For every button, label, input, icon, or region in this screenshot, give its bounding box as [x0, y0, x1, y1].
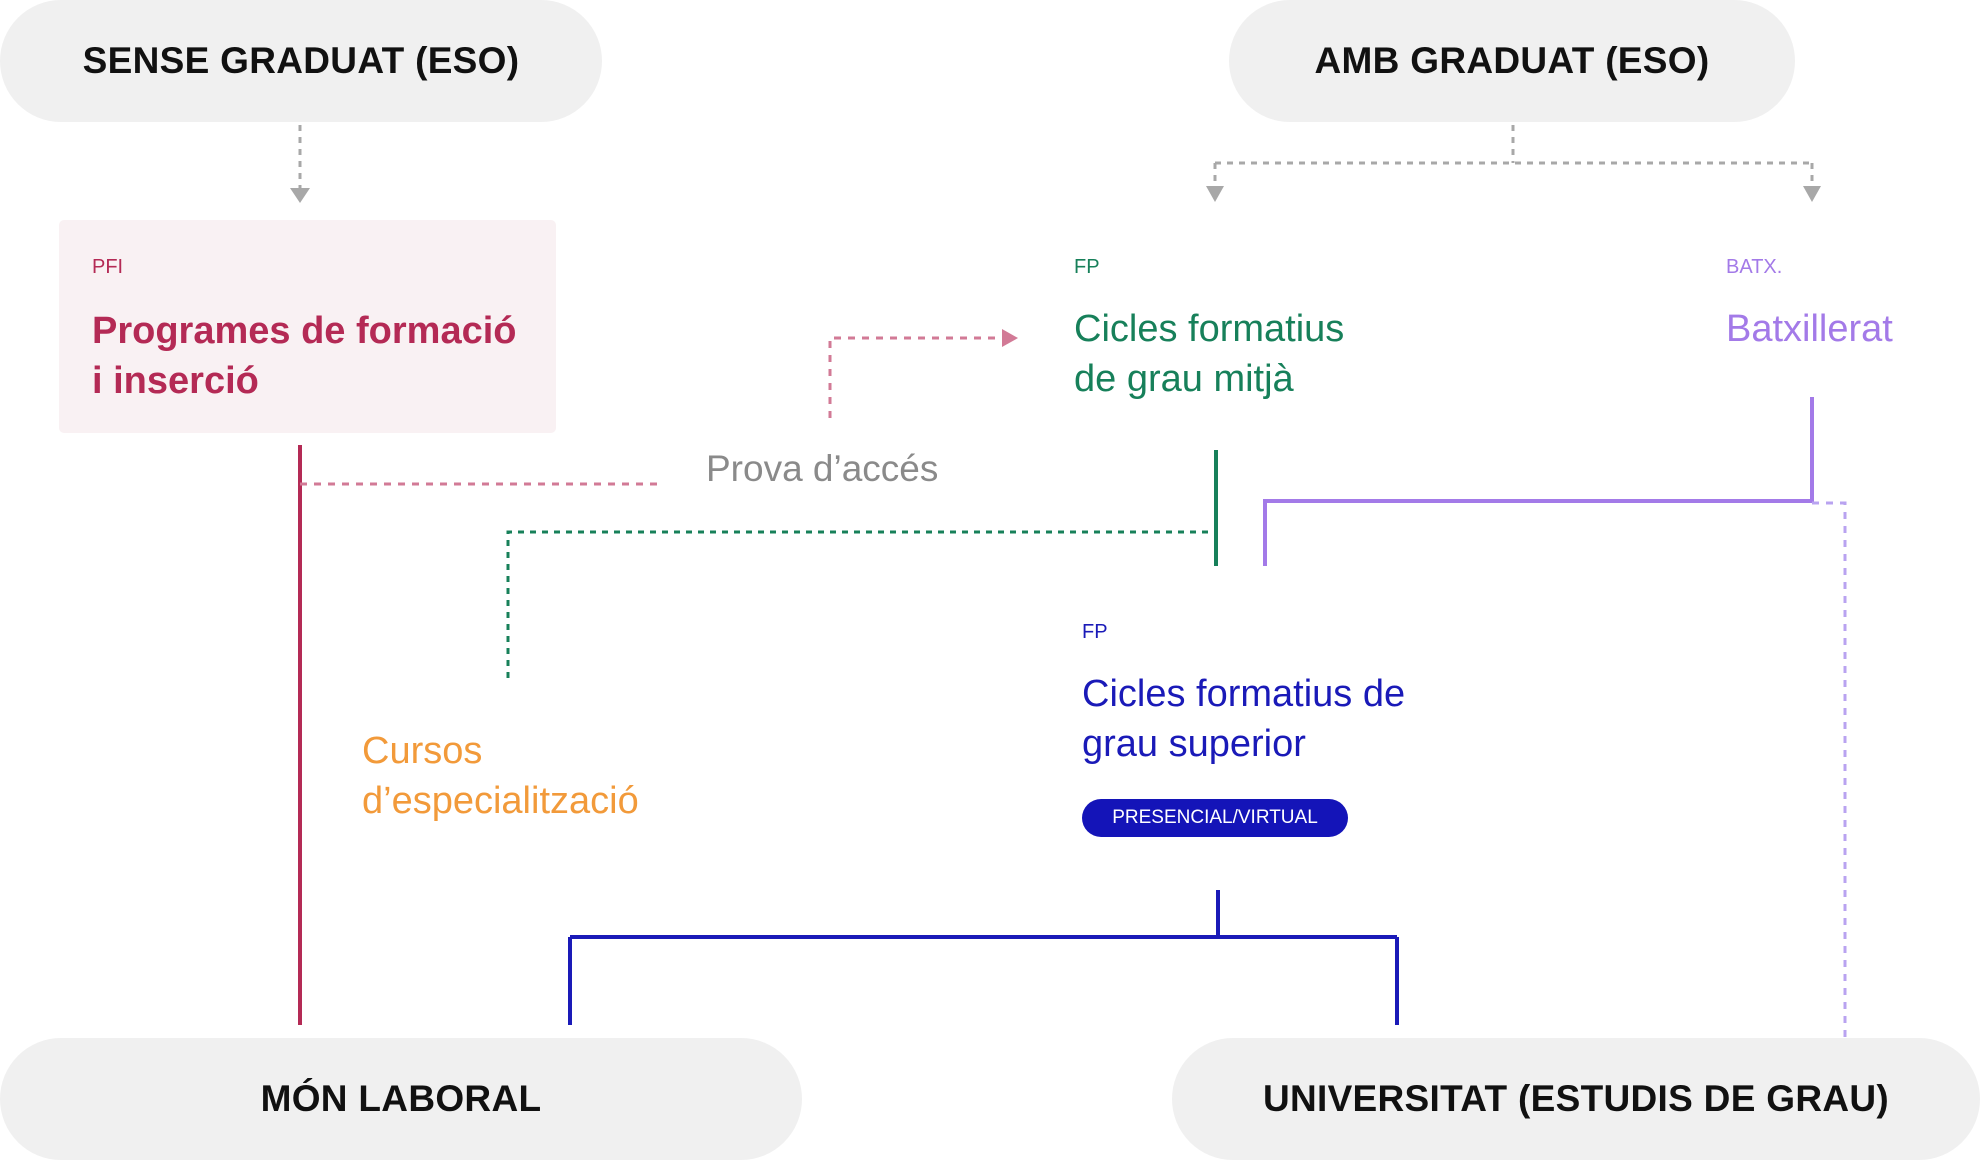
fp-superior-title-line1: Cicles formatius de: [1082, 673, 1406, 715]
pfi-tag: PFI: [92, 256, 124, 278]
batx-tag: BATX.: [1726, 256, 1783, 278]
cursos-title-line2: d’especialització: [362, 780, 639, 822]
sense-to-pfi-arrowhead: [290, 188, 310, 203]
pfi-title-line2: i inserció: [92, 360, 259, 402]
universitat-pill: UNIVERSITAT (ESTUDIS DE GRAU): [1172, 1038, 1980, 1160]
amb-to-batx-arrowhead: [1803, 186, 1821, 202]
amb-graduat-pill: AMB GRADUAT (ESO): [1229, 0, 1795, 122]
mon-laboral-pill: MÓN LABORAL: [0, 1038, 802, 1160]
fp-superior-branch-line: [568, 890, 1399, 1025]
cursos-title-line1: Cursos: [362, 730, 483, 772]
amb-branch-connector: [1213, 125, 1814, 188]
fp-mitja-title-line2: de grau mitjà: [1074, 358, 1294, 400]
cursos-title: Cursos d’especialització: [362, 726, 639, 826]
fp-mitja-tag: FP: [1074, 256, 1100, 278]
pfi-box: [59, 220, 556, 433]
prova-acces-label: Prova d’accés: [700, 448, 945, 490]
fp-superior-title: Cicles formatius de grau superior: [1082, 669, 1405, 769]
batx-to-universitat-connector: [1812, 501, 1847, 1040]
fp-mitja-title-line1: Cicles formatius: [1074, 308, 1345, 350]
prova-to-fp-connector: [828, 336, 1005, 418]
amb-to-fp-arrowhead: [1206, 186, 1224, 202]
pfi-title: Programes de formació i inserció: [92, 306, 516, 406]
presencial-virtual-badge: PRESENCIAL/VIRTUAL: [1082, 799, 1348, 837]
prova-to-fp-arrowhead: [1002, 329, 1018, 347]
fp-mitja-to-cursos-connector: [506, 530, 1208, 682]
fp-mitja-title: Cicles formatius de grau mitjà: [1074, 304, 1344, 404]
fp-superior-title-line2: grau superior: [1082, 723, 1306, 765]
batx-to-fp-superior-line: [1263, 397, 1814, 566]
sense-graduat-pill: SENSE GRADUAT (ESO): [0, 0, 602, 122]
pfi-title-line1: Programes de formació: [92, 310, 517, 352]
fp-superior-tag: FP: [1082, 621, 1108, 643]
batx-title: Batxillerat: [1726, 308, 1893, 350]
